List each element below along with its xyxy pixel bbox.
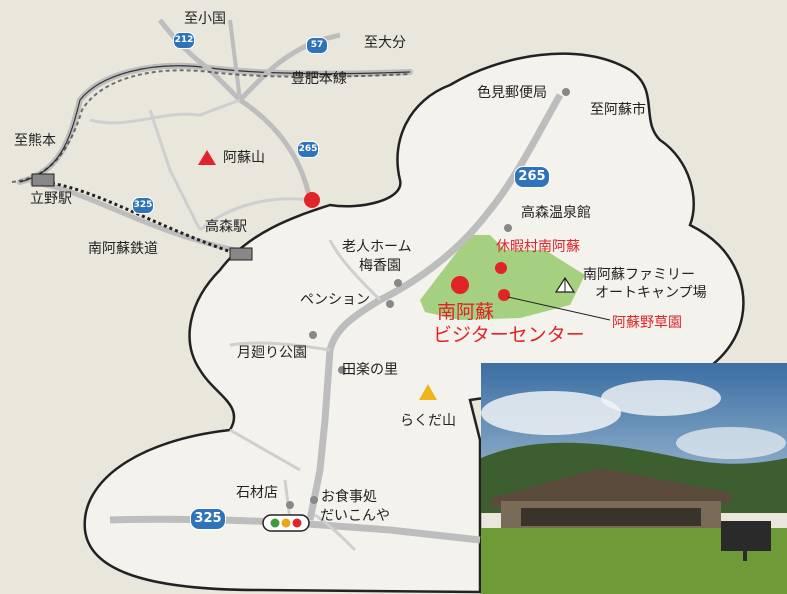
- irome-post-office-dot: [562, 88, 570, 96]
- label-stone-shop: 石材店: [236, 485, 278, 501]
- dengaku-dot: [338, 366, 346, 374]
- stone-shop-dot: [286, 501, 294, 509]
- label-to-kumamoto: 至熊本: [14, 133, 56, 149]
- label-kyukamura: 休暇村南阿蘇: [496, 239, 580, 255]
- road-branch-5: [229, 428, 301, 472]
- road-265-main: [306, 93, 564, 521]
- wild-flower-garden-leader: [507, 296, 611, 321]
- photo-sign: [721, 521, 771, 551]
- label-mt-aso: 阿蘇山: [223, 150, 265, 166]
- label-to-oita: 至大分: [364, 35, 406, 51]
- visitor-center-photo: [481, 363, 787, 594]
- route-212-shield: 212: [173, 32, 195, 49]
- label-tsukimawari-park: 月廻り公園: [237, 345, 307, 361]
- tateno-station-marker: [31, 173, 55, 187]
- label-restaurant-1: お食事処: [321, 489, 377, 505]
- route-265-small-shield: 265: [297, 141, 319, 158]
- restaurant-dot: [310, 496, 318, 504]
- label-nursing-home-2: 梅香園: [359, 258, 401, 274]
- kyukamura-dot: [495, 262, 507, 274]
- signal-green: [270, 518, 280, 528]
- mt-aso-marker: [198, 150, 216, 165]
- road-to-oguni: [228, 19, 242, 101]
- label-campground-2: オートキャンプ場: [595, 285, 707, 301]
- label-minamiaso-railway: 南阿蘇鉄道: [88, 241, 158, 257]
- railway-hohi: [11, 69, 411, 183]
- route-325-shield: 325: [190, 508, 226, 530]
- tsukimawari-park-dot: [309, 331, 317, 339]
- road-local-1: [89, 98, 241, 125]
- label-to-aso-city: 至阿蘇市: [590, 102, 646, 118]
- label-hohi-line: 豊肥本線: [291, 71, 347, 87]
- location-dot-1: [304, 192, 320, 208]
- photo-building-roof: [491, 468, 731, 508]
- road-hohi-line-edge: [19, 65, 411, 183]
- road-local-3: [199, 197, 311, 232]
- pension-dot: [386, 300, 394, 308]
- label-mt-rakuda: らくだ山: [400, 413, 456, 429]
- takamori-station-marker: [229, 247, 253, 261]
- signal-yellow: [281, 518, 291, 528]
- railway-minamiaso: [39, 180, 241, 257]
- route-325-small-shield: 325: [132, 197, 154, 214]
- road-212: [158, 18, 242, 102]
- photo-cloud-1: [481, 391, 621, 435]
- label-takamori-onsen: 高森温泉館: [521, 205, 591, 221]
- signal-red: [292, 518, 302, 528]
- label-tateno-station: 立野駅: [30, 191, 72, 207]
- wild-flower-garden-dot: [498, 289, 510, 301]
- photo-cloud-3: [676, 427, 786, 459]
- road-branch-2: [328, 239, 382, 302]
- route-265-shield: 265: [514, 166, 550, 188]
- photo-sign-post: [743, 551, 747, 561]
- label-to-oguni: 至小国: [184, 11, 226, 27]
- label-restaurant-2: だいこんや: [320, 508, 390, 524]
- park-area: [420, 235, 585, 320]
- photo-cloud-2: [601, 380, 721, 416]
- takamori-onsen-dot: [504, 224, 512, 232]
- label-takamori-station: 高森駅: [205, 219, 247, 235]
- photo-drawing: [481, 363, 787, 594]
- label-dengaku-no-sato: 田楽の里: [342, 362, 398, 378]
- route-57-shield: 57: [306, 37, 328, 54]
- road-local-2: [148, 109, 202, 231]
- label-campground-1: 南阿蘇ファミリー: [583, 267, 695, 283]
- road-265-north: [238, 97, 313, 201]
- photo-building-window: [521, 508, 701, 526]
- label-nursing-home-1: 老人ホーム: [342, 239, 412, 255]
- label-irome-post-office: 色見郵便局: [477, 85, 547, 101]
- road-branch-1: [229, 341, 331, 352]
- road-branch-4: [314, 513, 357, 552]
- label-visitor-center-2: ビジターセンター: [433, 324, 585, 346]
- label-pension: ペンション: [300, 292, 370, 308]
- visitor-center-dot: [451, 276, 469, 294]
- road-branch-3: [283, 479, 292, 521]
- mt-rakuda-marker: [419, 384, 437, 400]
- label-wild-flower-garden: 阿蘇野草園: [612, 315, 682, 331]
- nursing-home-dot: [394, 279, 402, 287]
- label-visitor-center-1: 南阿蘇: [437, 301, 495, 323]
